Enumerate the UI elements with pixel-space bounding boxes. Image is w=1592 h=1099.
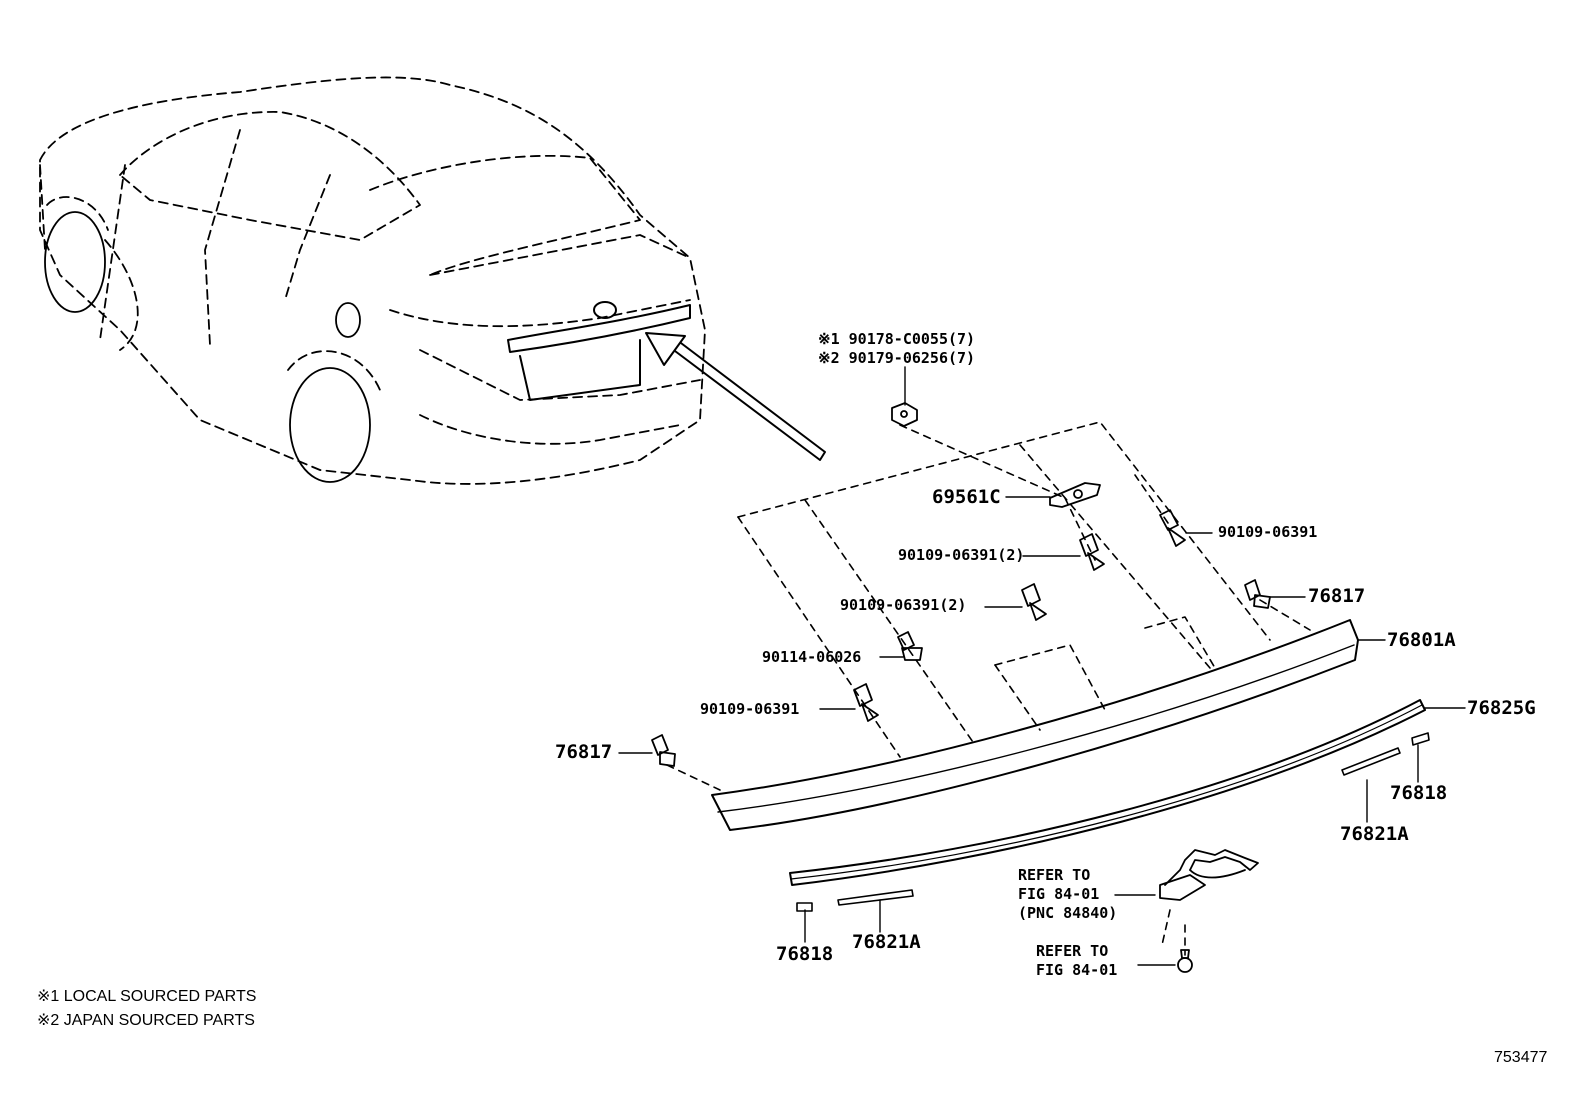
label-screw-90114: 90114-06026	[762, 648, 862, 666]
label-cap-left: 76818	[776, 943, 834, 965]
fasteners	[651, 402, 1271, 973]
label-bolt-top-right: 90109-06391	[1218, 523, 1318, 541]
figure-number: 753477	[1494, 1049, 1548, 1066]
license-lamp	[1159, 849, 1259, 901]
label-garnish: 76801A	[1387, 629, 1456, 651]
garnish-76801a	[711, 619, 1359, 831]
label-cap-right: 76818	[1390, 782, 1448, 804]
label-bolt-2b: 90109-06391(2)	[840, 596, 967, 614]
label-bolt-2a: 90109-06391(2)	[898, 546, 1025, 564]
molding-76825g	[789, 699, 1426, 886]
label-tape-right: 76821A	[1340, 823, 1409, 845]
vehicle-wheels	[44, 196, 381, 483]
note-japan-sourced: ※2 JAPAN SOURCED PARTS	[37, 1012, 255, 1029]
label-japan-nut: ※2 90179-06256(7)	[818, 349, 976, 367]
ref-lamp-line3: (PNC 84840)	[1018, 904, 1118, 922]
label-bolt-left: 90109-06391	[700, 700, 800, 718]
label-molding: 76825G	[1467, 697, 1536, 719]
leader-lines	[618, 366, 1466, 966]
ref-lamp-line2: FIG 84-01	[1018, 885, 1100, 903]
label-69561c: 69561C	[932, 486, 1001, 508]
label-tape-left: 76821A	[852, 931, 921, 953]
ref-screw-line1: REFER TO	[1036, 942, 1109, 960]
assembly-dashed-lines	[666, 421, 1311, 956]
vehicle-trunk-garnish	[507, 301, 691, 401]
tapes-and-caps	[796, 732, 1430, 912]
location-arrow	[645, 332, 826, 461]
ref-lamp-line1: REFER TO	[1018, 866, 1091, 884]
ref-screw-line2: FIG 84-01	[1036, 961, 1118, 979]
label-clip-left: 76817	[555, 741, 613, 763]
label-clip-right: 76817	[1308, 585, 1366, 607]
note-local-sourced: ※1 LOCAL SOURCED PARTS	[37, 988, 257, 1005]
label-local-nut: ※1 90178-C0055(7)	[818, 330, 976, 348]
vehicle-outline	[39, 76, 706, 485]
